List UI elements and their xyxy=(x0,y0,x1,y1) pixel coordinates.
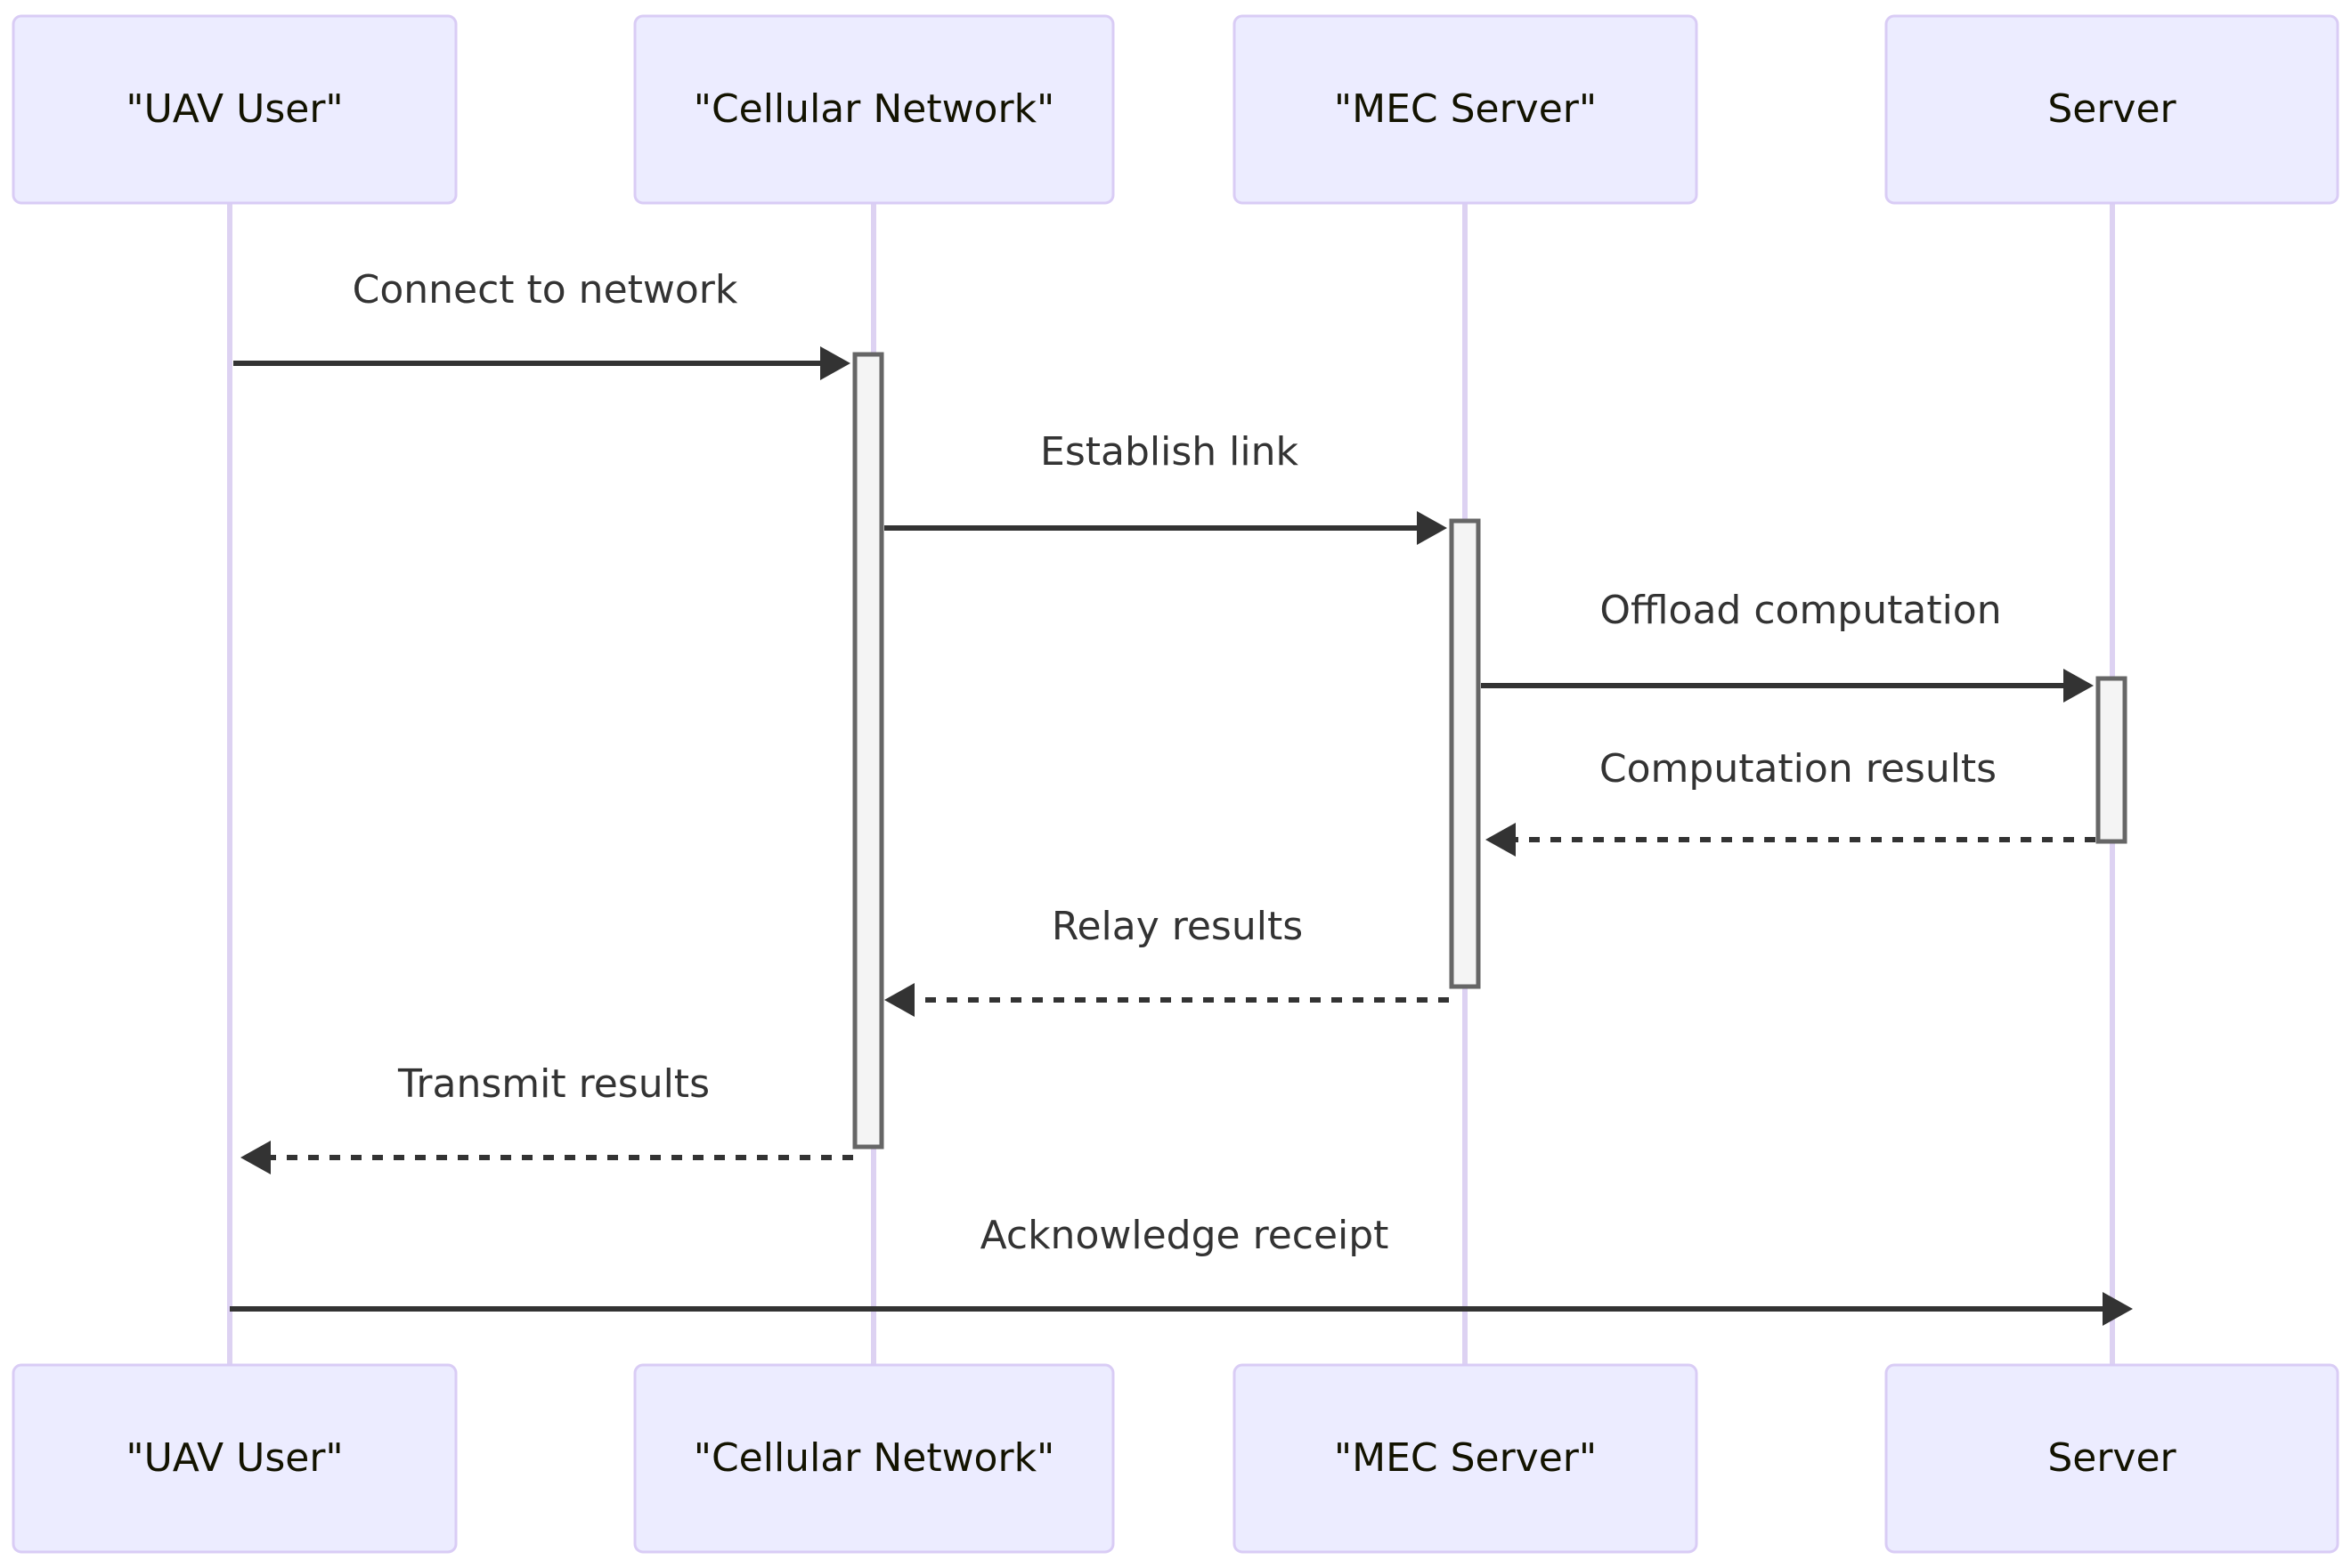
message-arrowhead xyxy=(240,1141,271,1174)
message-2[interactable]: Establish link xyxy=(884,429,1447,545)
participant-label: "Cellular Network" xyxy=(694,86,1055,132)
participant-server-bottom[interactable]: Server xyxy=(1884,1363,2339,1554)
participant-label: "UAV User" xyxy=(126,1435,343,1481)
activations-layer xyxy=(852,352,2127,1150)
message-label: Relay results xyxy=(1052,904,1303,949)
message-label: Establish link xyxy=(1040,429,1298,475)
message-label: Acknowledge receipt xyxy=(980,1213,1389,1258)
message-arrowhead xyxy=(884,983,915,1017)
message-6[interactable]: Transmit results xyxy=(240,1061,853,1174)
message-label: Connect to network xyxy=(353,267,738,313)
message-label: Computation results xyxy=(1599,746,1997,792)
message-label: Offload computation xyxy=(1599,588,2001,633)
message-1[interactable]: Connect to network xyxy=(233,267,850,380)
message-4[interactable]: Computation results xyxy=(1485,746,2095,857)
participant-server-top[interactable]: Server xyxy=(1884,14,2339,205)
participant-label: "UAV User" xyxy=(126,86,343,132)
actors-bottom-layer: "UAV User" "Cellular Network" "MEC Server"… xyxy=(12,1363,2339,1554)
participant-mec-top[interactable]: "MEC Server" xyxy=(1232,14,1698,205)
message-arrowhead xyxy=(2063,669,2094,703)
participant-cellular-top[interactable]: "Cellular Network" xyxy=(633,14,1115,205)
message-3[interactable]: Offload computation xyxy=(1481,588,2094,703)
participant-cellular-bottom[interactable]: "Cellular Network" xyxy=(633,1363,1115,1554)
message-7[interactable]: Acknowledge receipt xyxy=(230,1213,2133,1326)
actors-top-layer: "UAV User" "Cellular Network" "MEC Server"… xyxy=(12,14,2339,205)
participant-uav-top[interactable]: "UAV User" xyxy=(12,14,458,205)
participant-label: Server xyxy=(2047,1435,2176,1481)
message-label: Transmit results xyxy=(397,1061,710,1107)
activation-bar-server xyxy=(2095,676,2127,844)
activation-bar-cellular xyxy=(852,352,884,1150)
participant-label: Server xyxy=(2047,86,2176,132)
message-arrowhead xyxy=(1417,511,1447,545)
message-arrowhead xyxy=(820,346,850,380)
activation-bar-mec xyxy=(1449,518,1481,989)
participant-mec-bottom[interactable]: "MEC Server" xyxy=(1232,1363,1698,1554)
message-arrowhead xyxy=(2103,1292,2133,1326)
participant-label: "Cellular Network" xyxy=(694,1435,1055,1481)
message-5[interactable]: Relay results xyxy=(884,904,1449,1017)
participant-label: "MEC Server" xyxy=(1334,86,1597,132)
participant-uav-bottom[interactable]: "UAV User" xyxy=(12,1363,458,1554)
participant-label: "MEC Server" xyxy=(1334,1435,1597,1481)
message-arrowhead xyxy=(1485,823,1516,857)
